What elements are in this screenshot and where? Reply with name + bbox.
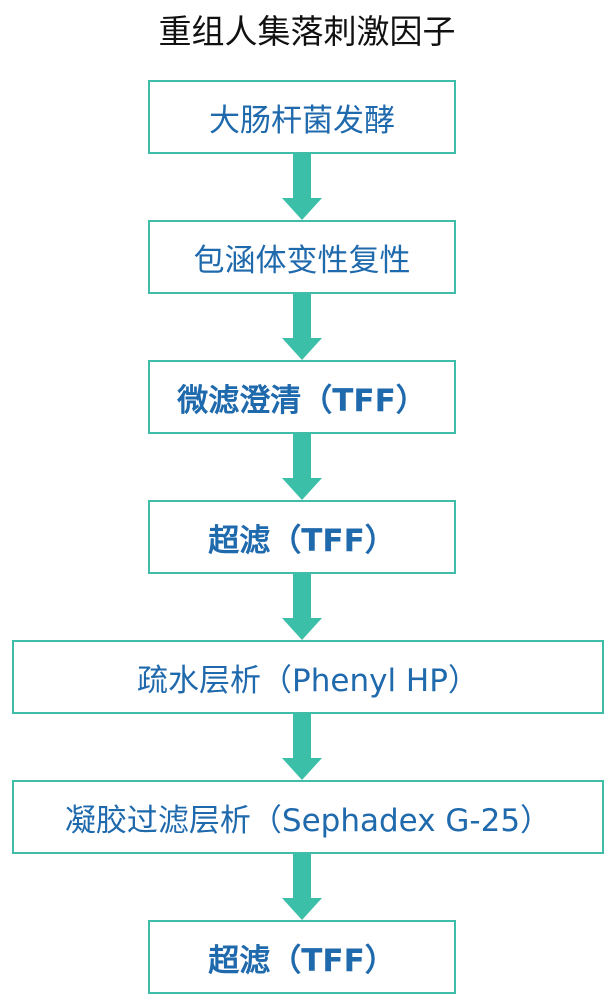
step-box-gel-filtration: 凝胶过滤层析（Sephadex G-25） <box>12 780 604 854</box>
step-box-ultrafiltration-2: 超滤（TFF） <box>148 920 456 994</box>
step-box-ultrafiltration-1: 超滤（TFF） <box>148 500 456 574</box>
step-label: 凝胶过滤层析（Sephadex G-25） <box>64 802 552 839</box>
step-label: 疏水层析（Phenyl HP） <box>137 662 479 699</box>
step-box-ecoli-fermentation: 大肠杆菌发酵 <box>148 80 456 154</box>
flow-arrow-5 <box>282 714 322 780</box>
step-label: 超滤（TFF） <box>208 942 396 979</box>
flow-arrow-2 <box>282 294 322 360</box>
flow-arrow-3 <box>282 434 322 500</box>
flow-arrow-4 <box>282 574 322 640</box>
step-box-inclusion-body-refolding: 包涵体变性复性 <box>148 220 456 294</box>
step-label: 大肠杆菌发酵 <box>209 102 395 139</box>
step-box-microfiltration-clarification: 微滤澄清（TFF） <box>148 360 456 434</box>
flow-arrow-1 <box>282 154 322 220</box>
flowchart-title: 重组人集落刺激因子 <box>158 12 456 51</box>
step-label: 超滤（TFF） <box>208 522 396 559</box>
step-label: 微滤澄清（TFF） <box>177 382 427 419</box>
step-label: 包涵体变性复性 <box>193 242 411 279</box>
flow-arrow-6 <box>282 854 322 920</box>
step-box-hydrophobic-chromatography: 疏水层析（Phenyl HP） <box>12 640 604 714</box>
